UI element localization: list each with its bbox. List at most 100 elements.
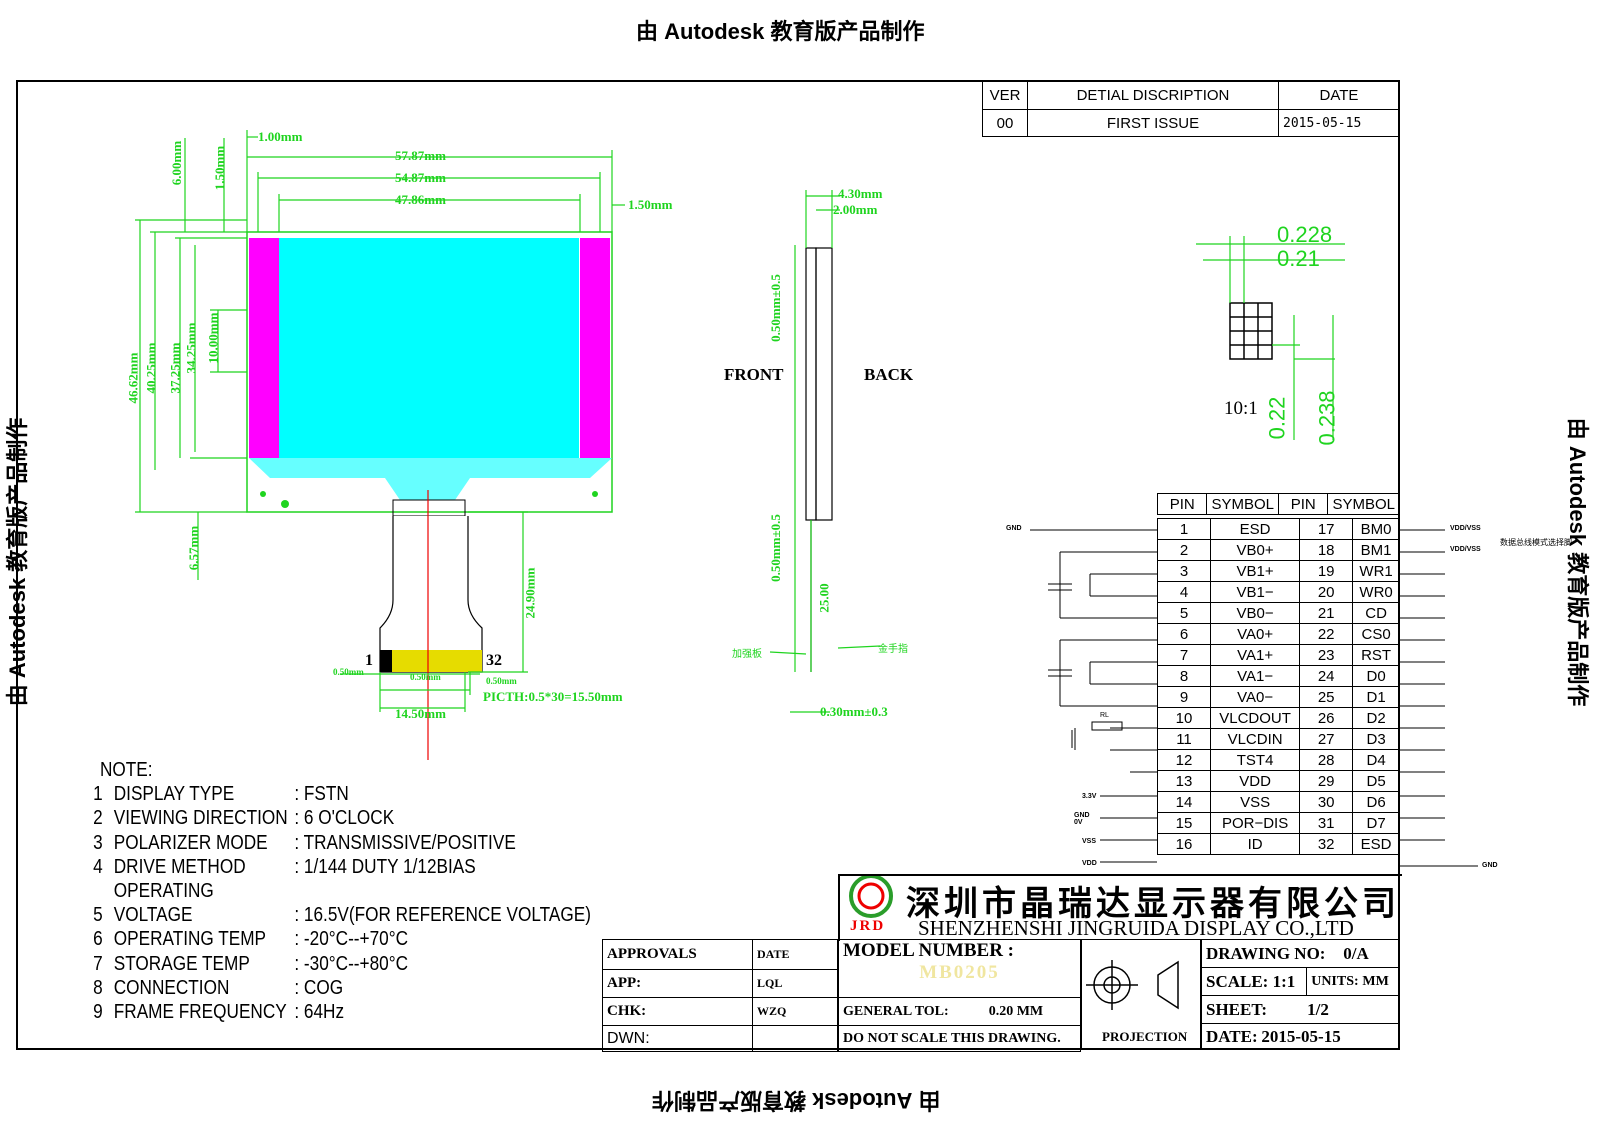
pin-symbol: CS0 — [1352, 623, 1400, 645]
circuit-vddvss-2: VDD/VSS — [1450, 546, 1481, 553]
pin-symbol: D6 — [1352, 791, 1400, 813]
pin-symbol: D3 — [1352, 728, 1400, 750]
pin-number: 15 — [1157, 812, 1211, 834]
tol-cell: GENERAL TOL:0.20 MM — [838, 997, 1081, 1026]
pin-number: 21 — [1299, 602, 1354, 624]
gold-finger-label: 金手指 — [878, 644, 908, 655]
pin-number: 6 — [1157, 623, 1211, 645]
circuit-rl: RL — [1100, 712, 1109, 719]
tol-label: GENERAL TOL: — [843, 1004, 949, 1019]
pin-symbol: VA0− — [1209, 686, 1301, 708]
pin-symbol: ESD — [1352, 833, 1400, 855]
dim-v5: 37.25mm — [167, 342, 183, 394]
dim-d4: 47.86mm — [395, 192, 446, 207]
pin-number: 18 — [1299, 539, 1354, 561]
pin-symbol: D1 — [1352, 686, 1400, 708]
side-dim-s4: 0.30mm±0.3 — [820, 704, 888, 719]
pixel-dim-d: 0.238 — [1314, 390, 1340, 446]
revision-table: VER DETIAL DISCRIPTION DATE 00 FIRST ISS… — [982, 81, 1400, 137]
pin-number: 30 — [1299, 791, 1354, 813]
app-value: LQL — [752, 969, 838, 998]
circuit-bus-note: 数据总线模式选择脚 — [1500, 538, 1572, 547]
symbol-header: SYMBOL — [1327, 493, 1400, 515]
date-cell: DATE: 2015-05-15 — [1201, 1023, 1400, 1050]
pin-header: PIN — [1277, 493, 1329, 515]
dim-v8: 6.57mm — [186, 525, 202, 571]
circuit-gnd0v: GND 0V — [1074, 812, 1090, 826]
model-number: MB0205 — [919, 962, 1000, 983]
pin-number: 1 — [1157, 518, 1211, 540]
projection-label: PROJECTION — [1102, 1029, 1188, 1044]
company-name-cn: 深圳市晶瑞达显示器有限公司 — [906, 886, 1400, 923]
stiffener-label: 加强板 — [732, 649, 762, 660]
sheet-value: 1/2 — [1307, 999, 1329, 1019]
pin-number: 16 — [1157, 833, 1211, 855]
pin-symbol: D2 — [1352, 707, 1400, 729]
pin-symbol: VB0+ — [1209, 539, 1301, 561]
side-dim-s2: 0.50mm±0.5 — [767, 514, 783, 582]
pin-symbol: D0 — [1352, 665, 1400, 687]
side-dim-s3: 25.00 — [816, 583, 832, 613]
dim-v3: 46.62mm — [125, 352, 141, 404]
pin-symbol: BM1 — [1352, 539, 1400, 561]
pin-symbol: VLCDIN — [1209, 728, 1301, 750]
pin-symbol: D4 — [1352, 749, 1400, 771]
pin-symbol: D5 — [1352, 770, 1400, 792]
pin-number: 19 — [1299, 560, 1354, 582]
side-dim-s1: 0.50mm±0.5 — [767, 274, 783, 342]
pin-first-label: 1 — [365, 652, 373, 669]
rev-date: 2015-05-15 — [1278, 109, 1400, 137]
side-dim-t2: 2.00mm — [833, 202, 878, 217]
dim-v6: 34.25mm — [183, 322, 199, 374]
company-block — [838, 874, 1402, 941]
pin-number: 7 — [1157, 644, 1211, 666]
pixel-dim-a: 0.228 — [1277, 222, 1333, 247]
dim-p3: 0.50mm — [486, 676, 517, 686]
dim-d2: 57.87mm — [395, 148, 446, 163]
dim-d1: 1.00mm — [258, 129, 303, 144]
circuit-vss: VSS — [1082, 838, 1097, 845]
pin-number: 4 — [1157, 581, 1211, 603]
units-cell: UNITS: MM — [1306, 967, 1400, 996]
pin-number: 12 — [1157, 749, 1211, 771]
projection-cell — [1081, 939, 1201, 1049]
pin-symbol: VDD — [1209, 770, 1301, 792]
note-item: 5OPERATING VOLTAGE: 16.5V(FOR REFERENCE … — [93, 880, 591, 927]
pin-symbol: CD — [1352, 602, 1400, 624]
pin-symbol: RST — [1352, 644, 1400, 666]
pin-symbol: ID — [1209, 833, 1301, 855]
chk-label: CHK: — [602, 997, 753, 1026]
pin-number: 10 — [1157, 707, 1211, 729]
model-label: MODEL NUMBER : — [843, 940, 1014, 961]
back-label: BACK — [864, 365, 914, 384]
units-value: MM — [1362, 974, 1389, 989]
title-block-mid: MODEL NUMBER : MB0205 GENERAL TOL:0.20 M… — [838, 939, 1081, 1052]
pin-symbol: VA1+ — [1209, 644, 1301, 666]
pin-symbol: VB0− — [1209, 602, 1301, 624]
noscale-note: DO NOT SCALE THIS DRAWING. — [838, 1025, 1081, 1052]
pin-symbol: VB1− — [1209, 581, 1301, 603]
dim-v1: 6.00mm — [169, 140, 185, 186]
circuit-vddvss-1: VDD/VSS — [1450, 525, 1481, 532]
pin-symbol: VSS — [1209, 791, 1301, 813]
sheet-label: SHEET: — [1206, 999, 1268, 1019]
drawing-no-cell: DRAWING NO: 0/A — [1201, 939, 1400, 968]
pin-number: 9 — [1157, 686, 1211, 708]
pin-number: 22 — [1299, 623, 1354, 645]
pin-symbol: WR0 — [1352, 581, 1400, 603]
symbol-header: SYMBOL — [1206, 493, 1279, 515]
